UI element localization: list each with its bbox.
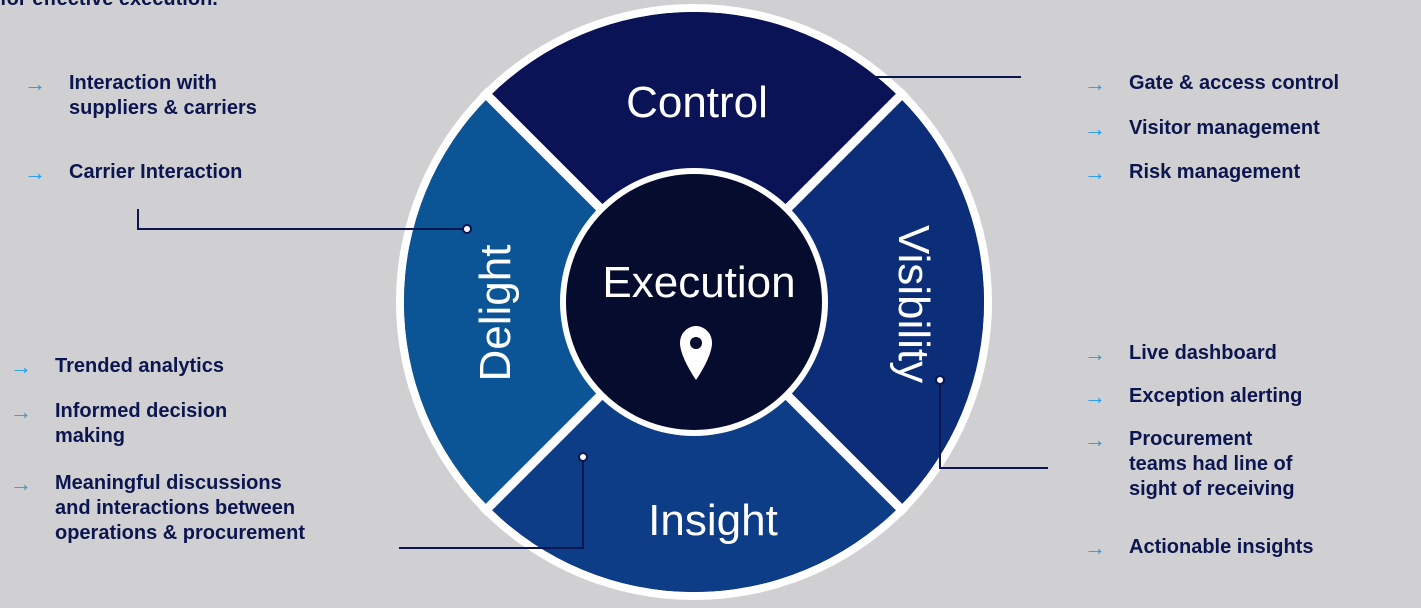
arrow-right-icon: →	[10, 471, 32, 496]
connector-dot-insight	[578, 452, 588, 462]
bullet-exception-alerting: → Exception alerting	[1084, 384, 1302, 409]
location-pin-icon	[680, 326, 712, 380]
bullet-carrier-interaction: → Carrier Interaction	[24, 160, 242, 185]
bullet-risk-management: → Risk management	[1084, 160, 1300, 185]
segment-insight	[488, 302, 900, 592]
label-execution: Execution	[602, 258, 795, 307]
bullet-text: Gate & access control	[1129, 72, 1340, 94]
bullet-text-line2: and interactions between	[55, 497, 296, 519]
bullet-text-line2: making	[55, 425, 126, 447]
arrow-right-icon: →	[1084, 160, 1106, 185]
bullet-live-dashboard: → Live dashboard	[1084, 341, 1277, 366]
bullet-text-line1: Meaningful discussions	[55, 472, 282, 494]
connector-visibility	[939, 380, 1048, 469]
bullet-text: Trended analytics	[55, 355, 224, 377]
connector-dot-visibility	[935, 375, 945, 385]
connector-delight	[137, 209, 467, 230]
arrow-right-icon: →	[10, 399, 32, 424]
bullet-text: Carrier Interaction	[69, 161, 243, 183]
intro-text: for effective execution.	[0, 0, 218, 11]
connector-dot-delight	[462, 224, 472, 234]
center-circle	[566, 174, 822, 430]
label-control: Control	[626, 78, 768, 127]
bullet-text: Visitor management	[1129, 117, 1320, 139]
bullet-text-line3: operations & procurement	[55, 522, 306, 544]
arrow-right-icon: →	[1084, 384, 1106, 409]
bullet-interaction-suppliers: → Interaction with suppliers & carriers	[24, 71, 257, 121]
bullet-text-line3: sight of receiving	[1129, 478, 1295, 500]
bullet-text: Actionable insights	[1129, 536, 1314, 558]
segment-delight	[404, 96, 694, 508]
bullet-trended-analytics: → Trended analytics	[10, 354, 224, 379]
arrow-right-icon: →	[24, 160, 46, 185]
bullet-visitor-management: → Visitor management	[1084, 116, 1320, 141]
bullet-text: Exception alerting	[1129, 385, 1303, 407]
label-delight: Delight	[471, 245, 520, 382]
arrow-right-icon: →	[24, 71, 46, 96]
arrow-right-icon: →	[1084, 535, 1106, 560]
segment-visibility	[694, 96, 984, 508]
bullet-text: Live dashboard	[1129, 342, 1277, 364]
segment-control	[488, 12, 900, 302]
arrow-right-icon: →	[1084, 71, 1106, 96]
bullet-text-line2: suppliers & carriers	[69, 97, 257, 119]
bullet-gate-access: → Gate & access control	[1084, 71, 1339, 96]
bullet-text-line1: Interaction with	[69, 72, 217, 94]
bullet-text-line1: Informed decision	[55, 400, 228, 422]
bullet-text-line2: teams had line of	[1129, 453, 1293, 475]
label-visibility: Visibility	[889, 225, 938, 383]
bullet-informed-decision: → Informed decision making	[10, 399, 227, 449]
bullet-text: Risk management	[1129, 161, 1301, 183]
bullet-meaningful-discussions: → Meaningful discussions and interaction…	[10, 471, 305, 546]
bullet-procurement-teams: → Procurement teams had line of sight of…	[1084, 427, 1295, 502]
arrow-right-icon: →	[1084, 341, 1106, 366]
connector-insight	[399, 457, 584, 549]
connector-dots	[462, 224, 945, 462]
bullet-actionable-insights: → Actionable insights	[1084, 535, 1313, 560]
bullet-text-line1: Procurement	[1129, 428, 1253, 450]
arrow-right-icon: →	[10, 354, 32, 379]
label-insight: Insight	[648, 496, 778, 545]
arrow-right-icon: →	[1084, 116, 1106, 141]
arrow-right-icon: →	[1084, 427, 1106, 452]
connector-lines	[137, 76, 1048, 549]
